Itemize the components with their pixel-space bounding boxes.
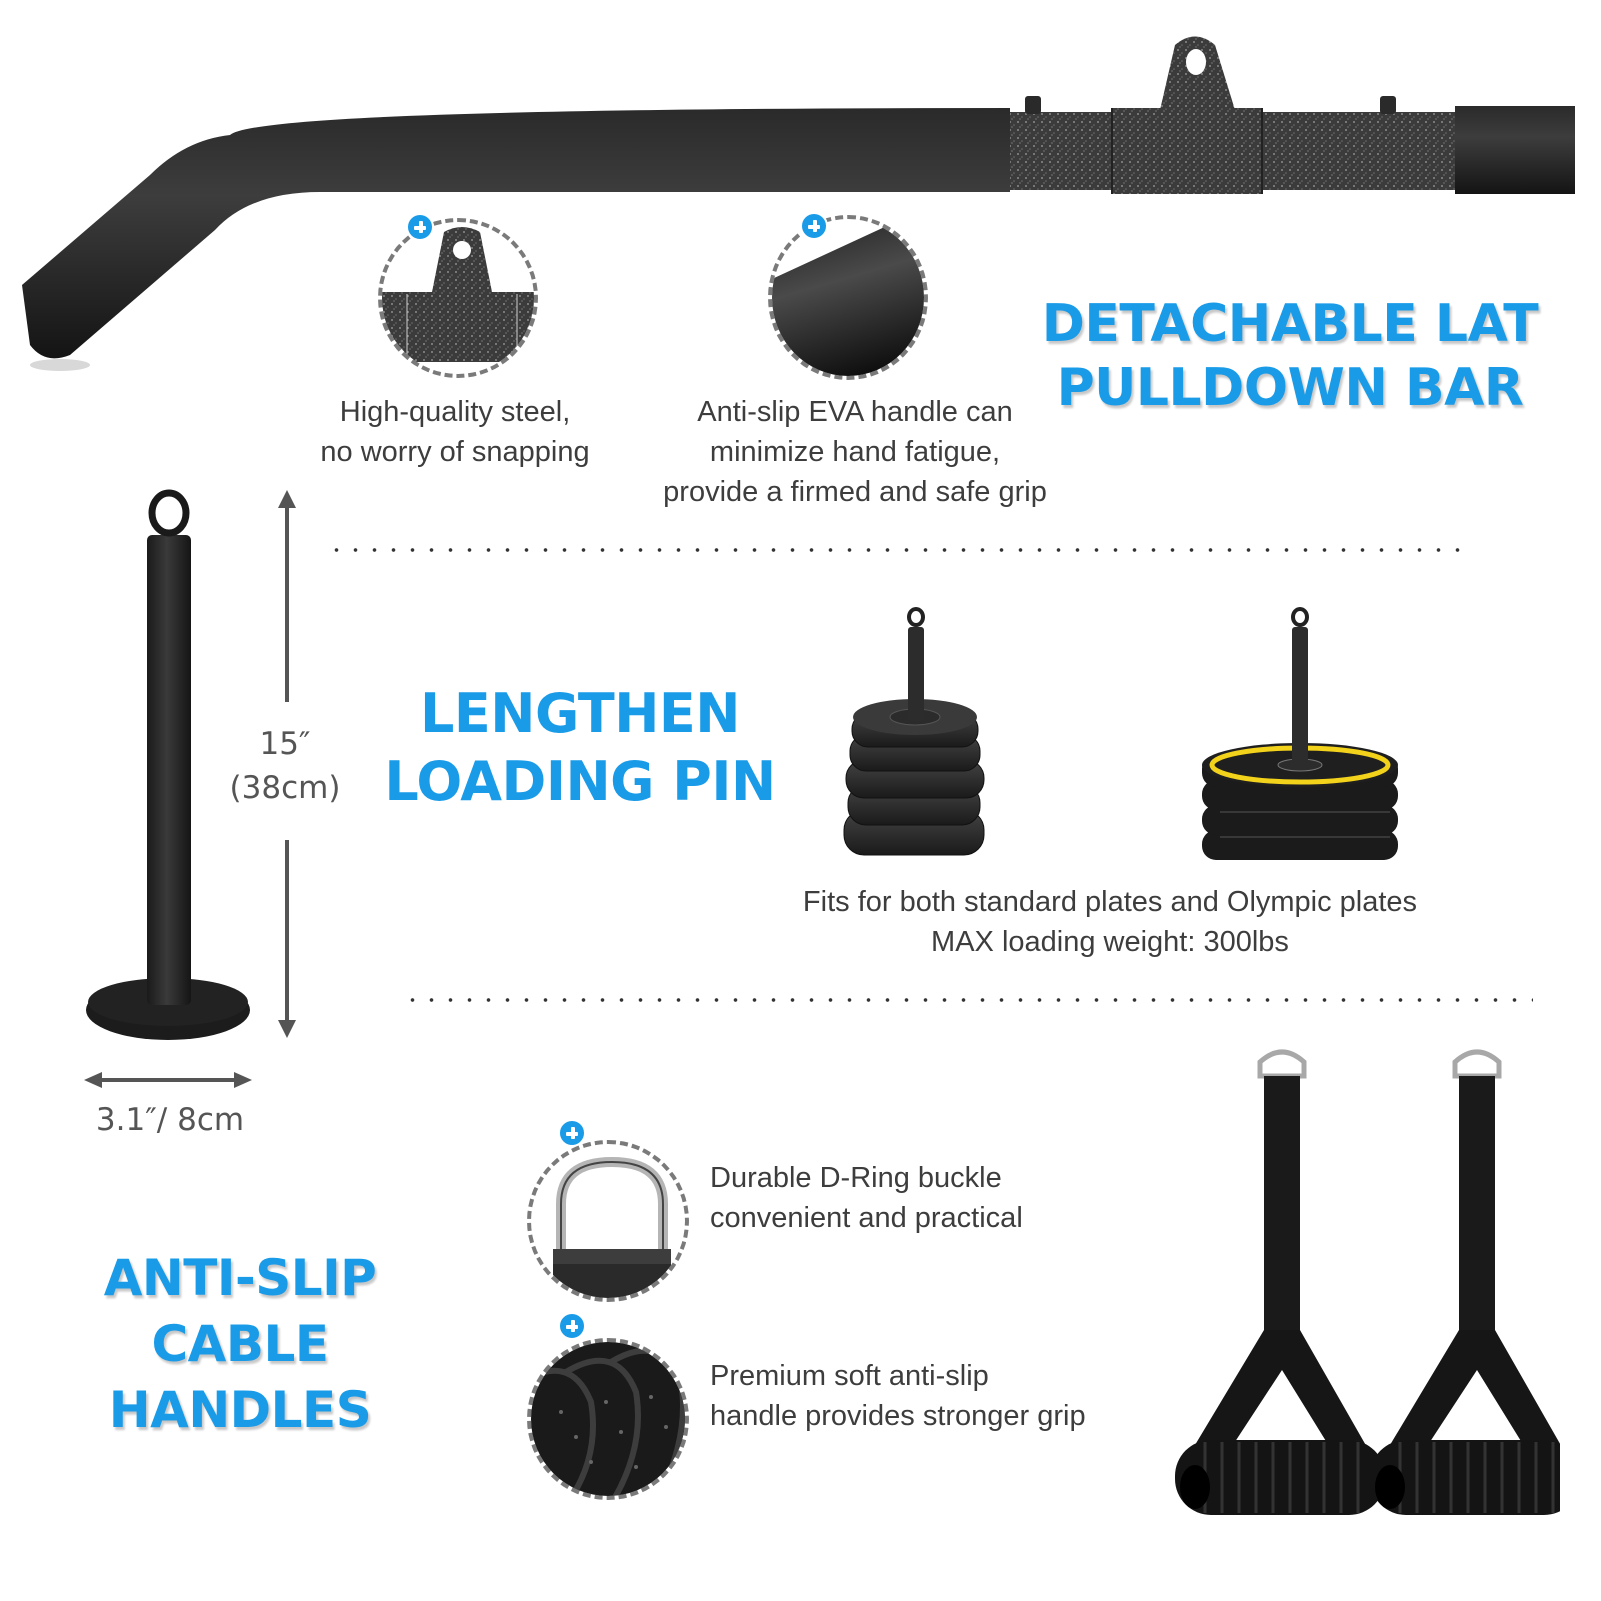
section-divider: [403, 998, 1533, 1002]
plus-icon: [406, 213, 434, 241]
cable-handles-heading: ANTI-SLIP CABLE HANDLES: [103, 1249, 377, 1439]
width-dimension-arrow: [84, 1072, 252, 1088]
d-ring-detail-circle: [527, 1140, 689, 1302]
section-divider: [327, 548, 1467, 552]
grip-closeup-image: [531, 1342, 685, 1496]
d-ring-caption: Durable D-Ring buckle convenient and pra…: [710, 1162, 1023, 1234]
standard-plates-image: [843, 607, 985, 856]
steel-detail-circle: [378, 218, 538, 378]
pin-width-label: 3.1″/ 8cm: [95, 1102, 245, 1138]
loading-pin-heading: LENGTHEN LOADING PIN: [384, 682, 776, 813]
grip-caption: Premium soft anti-slip handle provides s…: [710, 1360, 1086, 1432]
d-ring-closeup-image: [553, 1156, 671, 1298]
eva-detail-circle: [768, 215, 928, 380]
plates-caption: Fits for both standard plates and Olympi…: [802, 886, 1418, 958]
lat-bar-heading: DETACHABLE LAT PULLDOWN BAR: [1041, 294, 1539, 418]
eva-handle-closeup-image: [772, 219, 924, 376]
height-dimension-arrow: [278, 490, 296, 1038]
loading-pin-image: [86, 489, 250, 1040]
pin-height-label: 15″ (38cm): [229, 726, 341, 806]
grip-detail-circle: [527, 1338, 689, 1500]
plus-icon: [558, 1312, 586, 1340]
steel-tab-closeup-image: [382, 227, 534, 362]
plus-icon: [558, 1119, 586, 1147]
olympic-plates-image: [1202, 607, 1398, 860]
plus-icon: [800, 212, 828, 240]
lat-pulldown-bar-image: [22, 36, 1575, 371]
steel-caption: High-quality steel, no worry of snapping: [320, 396, 590, 468]
cable-handles-image: [1175, 1040, 1560, 1530]
eva-caption: Anti-slip EVA handle can minimize hand f…: [663, 396, 1047, 508]
